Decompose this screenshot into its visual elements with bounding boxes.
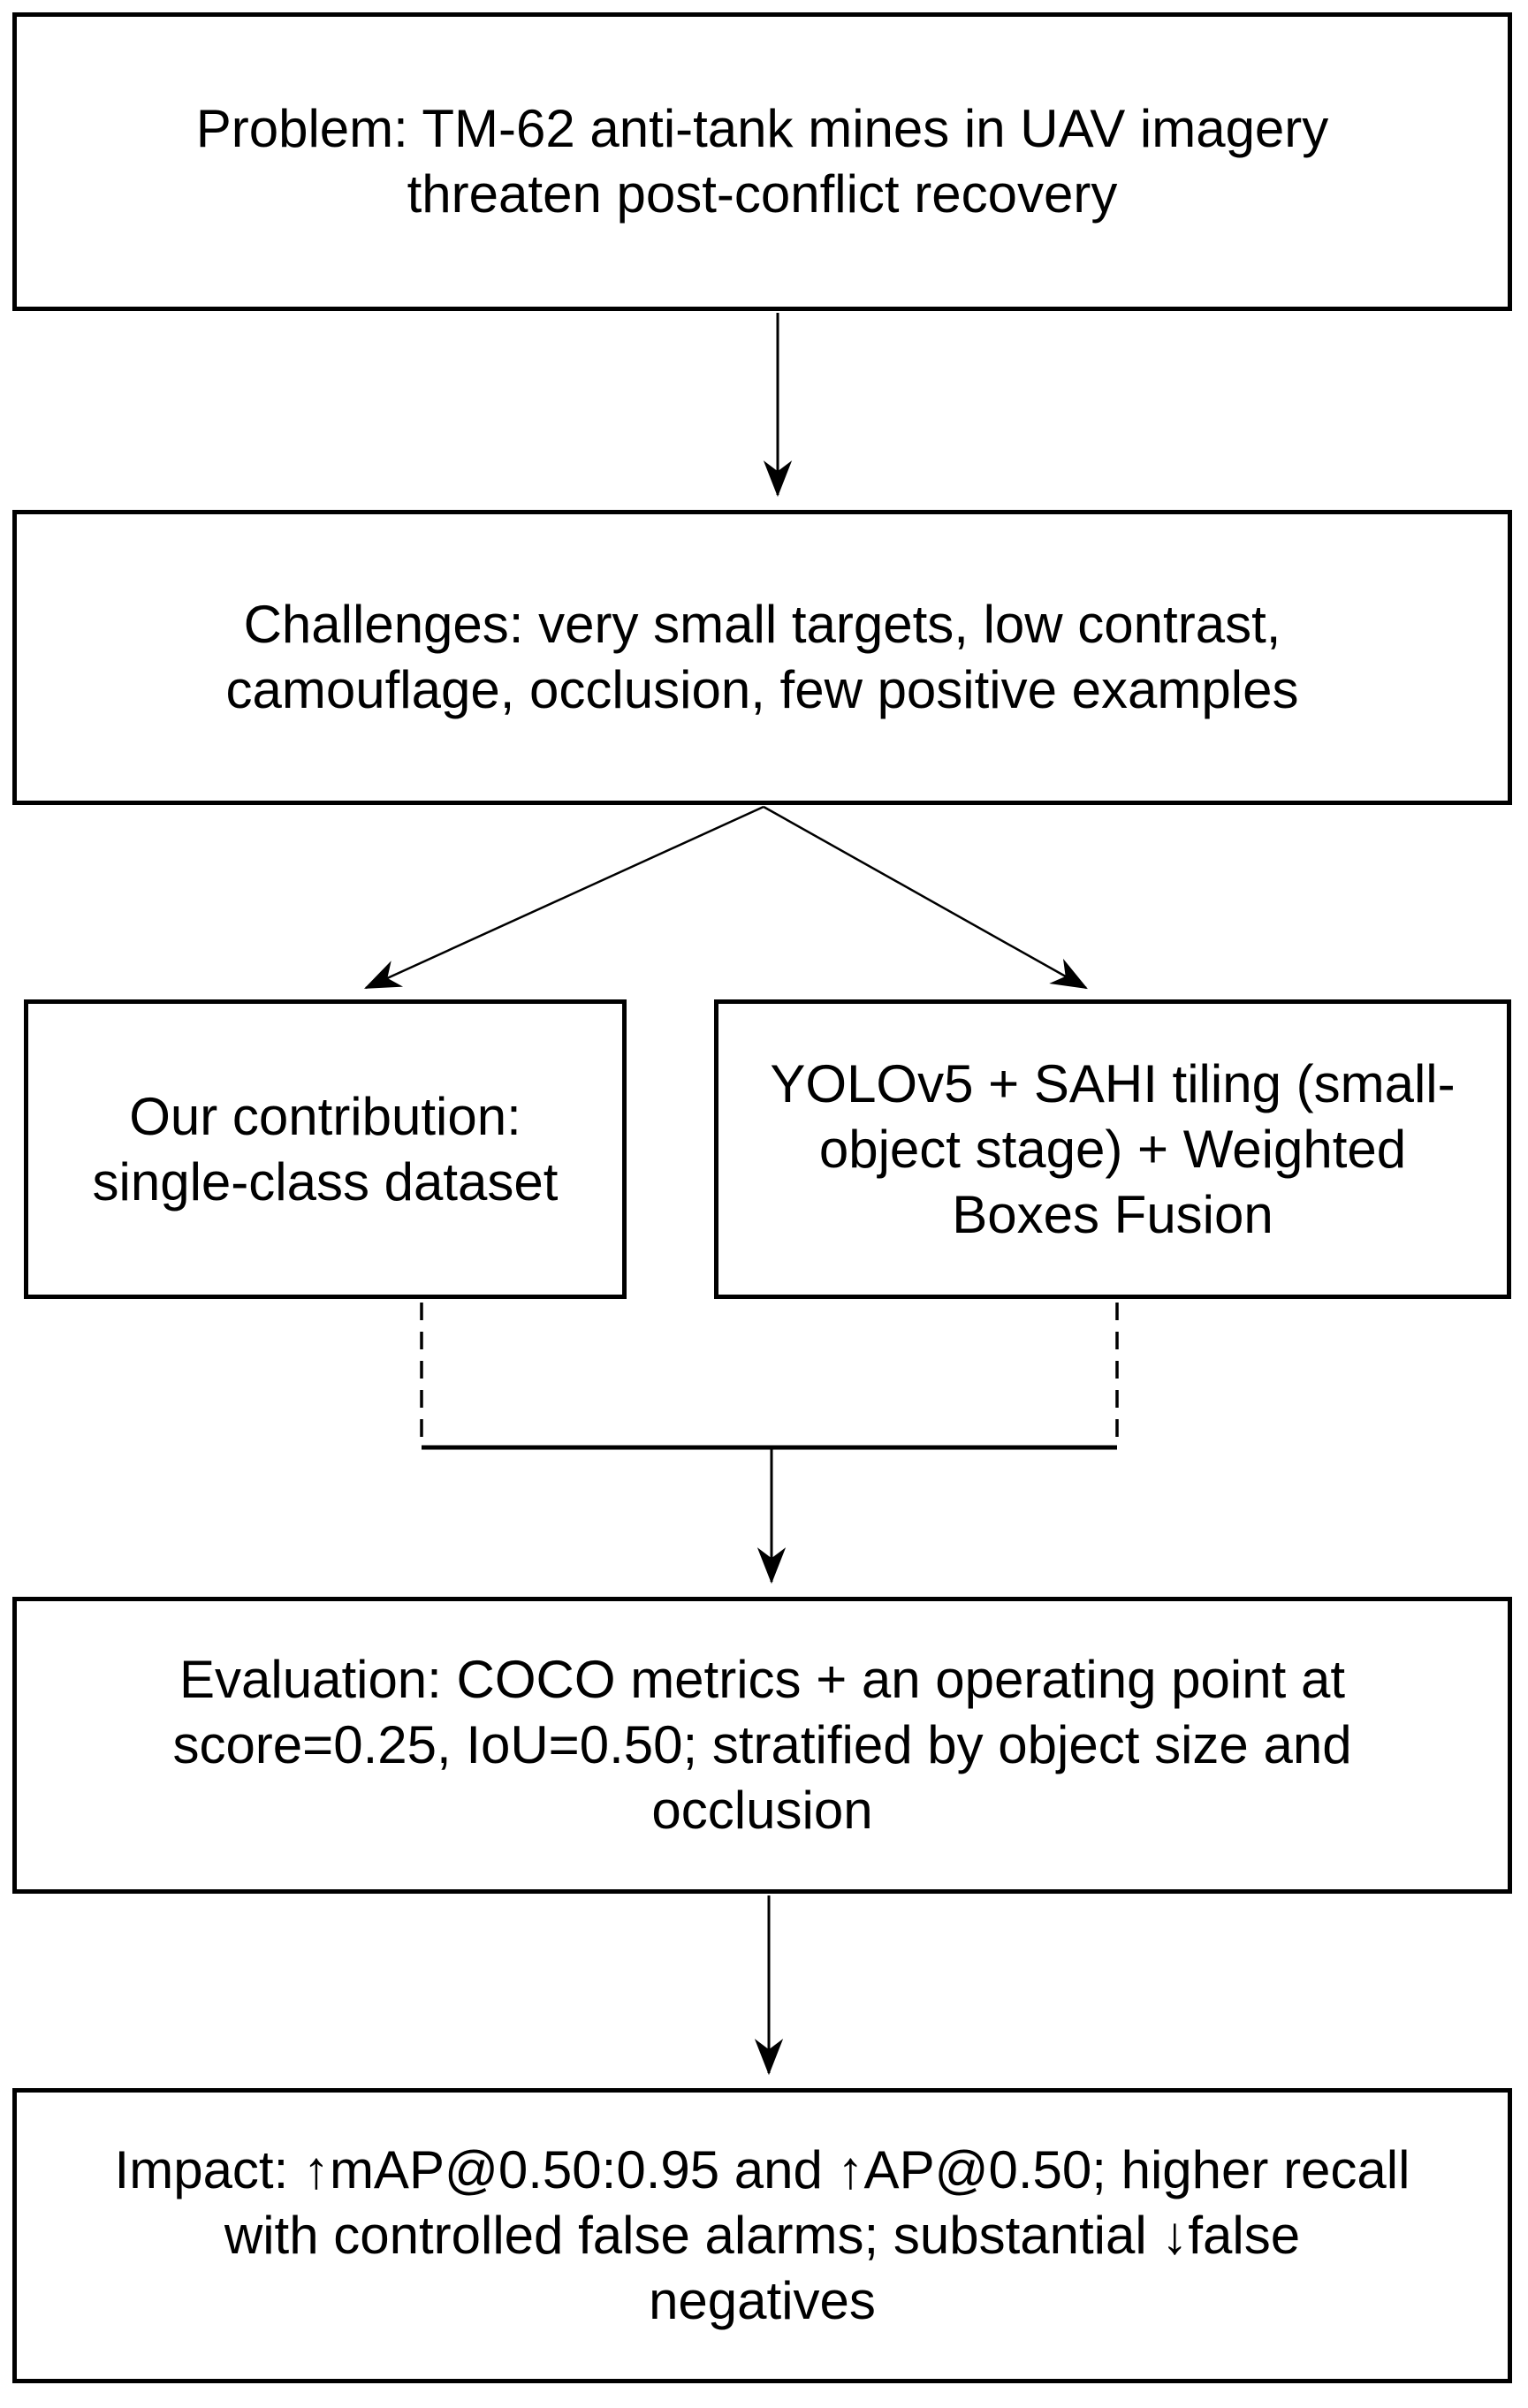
arrow-challenges-to-contribution: [363, 805, 764, 990]
node-challenges-line: Challenges: very small targets, low cont…: [243, 595, 1281, 654]
node-contribution-line: single-class dataset: [92, 1151, 559, 1212]
node-method-line: object stage) + Weighted: [818, 1119, 1407, 1179]
node-impact-line: Impact: ↑mAP@0.50:0.95 and ↑AP@0.50; hig…: [114, 2140, 1410, 2199]
node-impact-line: negatives: [649, 2271, 876, 2330]
node-impact-line: with controlled false alarms; substantia…: [224, 2206, 1301, 2265]
node-contribution: Our contribution: single-class dataset: [24, 999, 627, 1299]
node-challenges-line: camouflage, occlusion, few positive exam…: [225, 660, 1299, 719]
node-problem: Problem: TM-62 anti-tank mines in UAV im…: [12, 12, 1512, 311]
node-evaluation-line: Evaluation: COCO metrics + an operating …: [179, 1650, 1345, 1709]
node-challenges: Challenges: very small targets, low cont…: [12, 510, 1512, 805]
arrow-challenges-to-method: [763, 805, 1088, 990]
node-evaluation-line: score=0.25, IoU=0.50; stratified by obje…: [172, 1715, 1352, 1774]
node-problem-line: Problem: TM-62 anti-tank mines in UAV im…: [195, 99, 1329, 158]
node-impact: Impact: ↑mAP@0.50:0.95 and ↑AP@0.50; hig…: [12, 2088, 1512, 2383]
node-contribution-line: Our contribution:: [129, 1086, 521, 1146]
node-method-line: Boxes Fusion: [952, 1184, 1273, 1244]
node-evaluation-line: occlusion: [651, 1781, 873, 1840]
node-evaluation: Evaluation: COCO metrics + an operating …: [12, 1597, 1512, 1894]
node-method-line: YOLOv5 + SAHI tiling (small-: [770, 1053, 1456, 1113]
node-problem-line: threaten post-conflict recovery: [407, 164, 1118, 224]
node-method: YOLOv5 + SAHI tiling (small- object stag…: [714, 999, 1511, 1299]
